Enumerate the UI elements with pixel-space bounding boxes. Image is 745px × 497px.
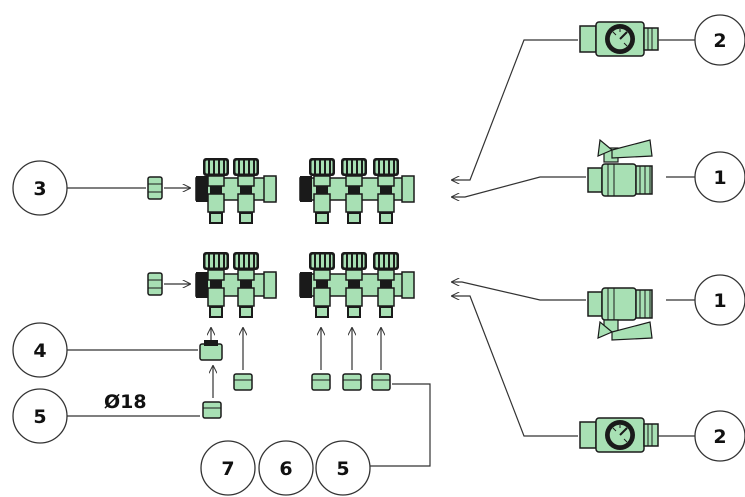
callout-3: 3 (33, 178, 46, 200)
assembly-arrows-up (211, 328, 381, 398)
callout-4: 4 (33, 340, 46, 362)
gauge-valve-icon (579, 417, 659, 453)
manifold-top-2way (195, 157, 277, 225)
nut-fitting-icon (342, 373, 362, 391)
nut-fitting-icon (233, 373, 253, 391)
callout-2-bottom: 2 (713, 426, 726, 448)
end-cap-icon (147, 176, 163, 200)
callout-2-top: 2 (713, 30, 726, 52)
leader-lines-left (66, 187, 431, 467)
connection-lines (452, 39, 698, 437)
nut-fitting-icon (371, 373, 391, 391)
end-cap-icon (147, 272, 163, 296)
manifold-bottom-2way (195, 251, 277, 319)
manifold-bottom-3way (299, 251, 415, 319)
callout-1-bottom: 1 (713, 290, 726, 312)
callout-circles (12, 14, 745, 496)
nut-fitting-4 (199, 340, 223, 361)
nut-fitting-icon (311, 373, 331, 391)
ball-valve-bottom (587, 287, 653, 341)
manifold-top-3way (299, 157, 415, 225)
callout-5-bottom: 5 (336, 458, 349, 480)
nut-fitting-icon (202, 401, 222, 419)
callout-5-left: 5 (33, 406, 46, 428)
dimension-label: Ø18 (104, 391, 147, 413)
callout-6: 6 (279, 458, 292, 480)
gauge-valve-icon (579, 21, 659, 57)
callout-1-top: 1 (713, 167, 726, 189)
ball-valve-top (587, 138, 653, 197)
callout-7: 7 (221, 458, 234, 480)
